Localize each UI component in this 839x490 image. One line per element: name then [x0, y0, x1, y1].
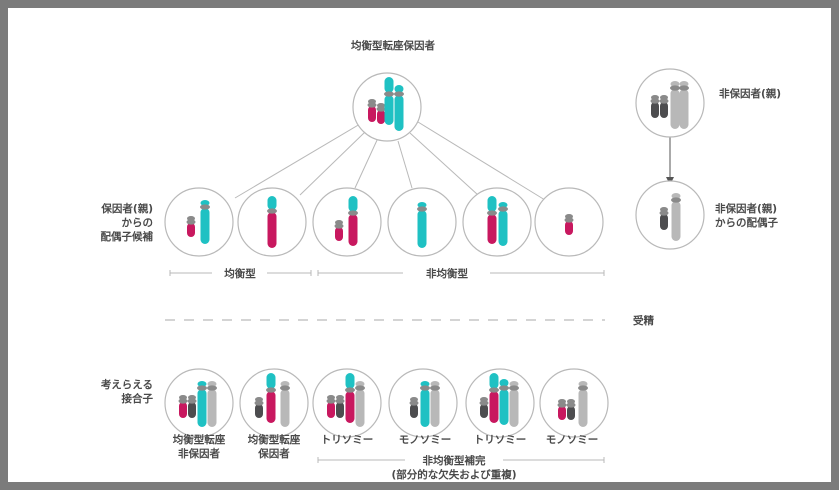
zygote-2-label-line-2: 保因者 — [257, 447, 290, 460]
cell-outline — [635, 68, 705, 138]
chromosome — [420, 381, 430, 427]
zygote-label-2: 接合子 — [122, 392, 154, 405]
arrow-down — [666, 135, 674, 185]
complement-label-2: (部分的な欠失および重複) — [391, 468, 516, 481]
cell-outline — [312, 187, 382, 257]
chromosome — [266, 373, 276, 423]
complement-label-1: 非均衡型補完 — [423, 454, 486, 467]
chromosome — [671, 193, 681, 241]
gamete-4-cell — [387, 187, 457, 257]
cell-circles — [164, 68, 705, 438]
chromosome — [187, 395, 197, 418]
chromosome — [578, 381, 588, 427]
chromosome — [566, 399, 576, 420]
chromosome — [659, 95, 669, 118]
balanced-label: 均衡型 — [224, 267, 256, 280]
zygote-3-cell — [312, 368, 382, 438]
chromosome — [487, 196, 497, 244]
carrier-gamete-label-2: からの — [122, 217, 154, 229]
zygote-4-label: モノソミー — [399, 434, 452, 446]
chromosome — [197, 381, 207, 427]
zygote-1-cell — [164, 368, 234, 438]
chromosome — [367, 99, 377, 122]
chromosome — [557, 399, 567, 420]
gamete-3-cell — [312, 187, 382, 257]
zygote-2-label-line-1: 均衡型転座 — [248, 433, 301, 446]
gamete-1-cell — [164, 187, 234, 257]
connector-line — [299, 131, 366, 196]
zygote-2-cell — [239, 368, 309, 438]
zygote-6-label: モノソミー — [546, 434, 599, 446]
chromosome — [207, 381, 217, 427]
zygote-5-label: トリソミー — [474, 434, 527, 446]
connector-line — [234, 123, 361, 199]
chromosome — [409, 397, 419, 418]
cell-outline — [164, 187, 234, 257]
chromosome — [650, 95, 660, 118]
chromosome — [384, 77, 394, 125]
gamete-6-cell — [534, 187, 604, 257]
chromosome — [335, 395, 345, 418]
zygote-1-label-line-1: 均衡型転座 — [173, 433, 226, 446]
chromosome — [659, 207, 669, 230]
chromosome — [670, 81, 680, 129]
noncarrier-parent-cell — [635, 68, 705, 138]
unbalanced-bracket — [317, 270, 605, 276]
fertilization-label: 受精 — [633, 314, 654, 327]
carrier-title: 均衡型転座保因者 — [351, 39, 435, 52]
noncarrier-gamete-label-1: 非保因者(親) — [715, 202, 777, 215]
balanced-bracket — [169, 270, 312, 276]
chromosome — [345, 373, 355, 423]
cell-outline — [462, 187, 532, 257]
chromosome — [417, 202, 427, 248]
zygote-3-label: トリソミー — [321, 434, 374, 446]
gamete-2-cell — [237, 187, 307, 257]
chromosome — [564, 214, 574, 235]
zygote-label-1: 考えらえる — [101, 378, 153, 391]
chromosome — [254, 397, 264, 418]
zygote-4-cell — [388, 368, 458, 438]
chromosome — [509, 381, 519, 427]
chromosome — [499, 379, 509, 425]
noncarrier-gamete-label-2: からの配偶子 — [715, 216, 778, 229]
chromosome — [498, 202, 508, 246]
gamete-5-cell — [462, 187, 532, 257]
chromosome — [186, 216, 196, 237]
complement-bracket — [317, 457, 605, 463]
connector-line — [354, 137, 379, 189]
chromosome — [334, 220, 344, 241]
connector-lines — [234, 121, 546, 201]
chromosome — [394, 85, 404, 131]
chromosome — [200, 200, 210, 244]
zygote-1-label-line-2: 非保因者 — [178, 447, 220, 460]
chromosome — [355, 381, 365, 427]
carrier-cell — [352, 72, 422, 142]
connector-line — [417, 121, 546, 201]
zygote-6-cell — [539, 368, 609, 438]
chromosome — [489, 373, 499, 423]
carrier-gamete-label-3: 配偶子候補 — [101, 230, 154, 243]
unbalanced-label: 非均衡型 — [426, 267, 468, 280]
chromosome — [479, 397, 489, 418]
chromosome — [430, 381, 440, 427]
chromosome — [679, 81, 689, 129]
chromosome — [178, 395, 188, 418]
chromosome — [376, 103, 386, 124]
zygote-5-cell — [465, 368, 535, 438]
chromosome — [280, 381, 290, 427]
connector-line — [409, 132, 479, 196]
chromosome — [267, 196, 277, 248]
noncarrier-parent-label: 非保因者(親) — [719, 87, 781, 100]
chromosome — [326, 395, 336, 418]
chromosome — [348, 196, 358, 246]
connector-line — [397, 140, 413, 189]
carrier-gamete-label-1: 保因者(親) — [100, 202, 153, 215]
cell-outline — [635, 180, 705, 250]
noncarrier-gamete-cell — [635, 180, 705, 250]
